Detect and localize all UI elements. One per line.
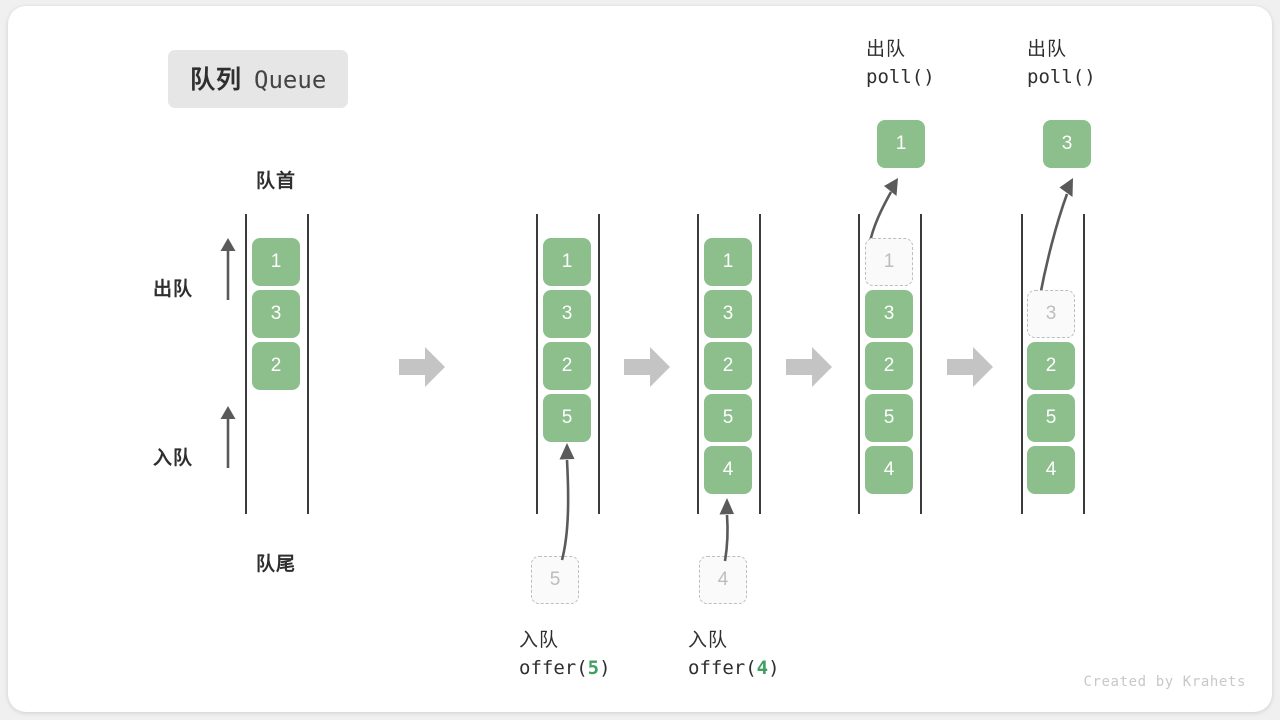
header-cn: 出队 [1027, 39, 1068, 60]
incoming-element: 5 [531, 556, 579, 604]
queue-cell: 4 [865, 446, 913, 494]
queue-rail-left [1021, 214, 1023, 514]
header-code: poll() [866, 65, 935, 88]
dequeue-extract-arrow-icon [854, 174, 914, 247]
queue-cell: 1 [704, 238, 752, 286]
step-footer-label: 入队 offer(4) [688, 627, 780, 682]
step-separator-arrow-icon [947, 345, 993, 389]
footer-code: offer(4) [688, 656, 780, 679]
queue-rail-right [598, 214, 600, 514]
header-cn: 出队 [866, 39, 907, 60]
queue-cell: 3 [252, 290, 300, 338]
step-separator-arrow-icon [624, 345, 670, 389]
queue-cell: 3 [543, 290, 591, 338]
queue-rail-right [307, 214, 309, 514]
title-cn: 队列 [190, 66, 243, 94]
queue-rail-left [858, 214, 860, 514]
queue-rail-left [245, 214, 247, 514]
diagram-title-badge: 队列 Queue [168, 50, 349, 108]
dequeue-direction-arrow-icon [216, 238, 240, 300]
enqueue-direction-arrow-icon [216, 406, 240, 468]
queue-cell: 4 [1027, 446, 1075, 494]
queue-cell-removed: 1 [865, 238, 913, 286]
extracted-element: 3 [1043, 120, 1091, 168]
queue-rail-left [536, 214, 538, 514]
front-label: 队首 [255, 171, 296, 192]
incoming-element: 4 [699, 556, 747, 604]
diagram-canvas: 队列 Queue 队首 队尾 出队 入队 1 3 2 1 3 2 5 5 [8, 6, 1272, 712]
queue-cell: 3 [704, 290, 752, 338]
footer-code: offer(5) [519, 656, 611, 679]
dequeue-extract-arrow-icon [1016, 174, 1086, 297]
header-code: poll() [1027, 65, 1096, 88]
queue-cell: 2 [865, 342, 913, 390]
queue-cell: 5 [543, 394, 591, 442]
step-separator-arrow-icon [399, 345, 445, 389]
queue-cell: 2 [252, 342, 300, 390]
queue-cell: 5 [1027, 394, 1075, 442]
watermark-credit: Created by Krahets [1083, 674, 1246, 690]
queue-rail-right [1083, 214, 1085, 514]
queue-cell: 2 [1027, 342, 1075, 390]
queue-rail-right [920, 214, 922, 514]
enqueue-side-label: 入队 [153, 448, 194, 469]
enqueue-insert-arrow-icon [538, 438, 598, 561]
queue-cell: 1 [543, 238, 591, 286]
footer-cn: 入队 [688, 630, 729, 651]
dequeue-side-label: 出队 [153, 279, 194, 300]
queue-rail-right [759, 214, 761, 514]
queue-cell: 1 [252, 238, 300, 286]
enqueue-insert-arrow-icon [706, 493, 756, 562]
extracted-element: 1 [877, 120, 925, 168]
rear-label: 队尾 [255, 554, 296, 575]
step-header-label: 出队 poll() [1027, 36, 1096, 91]
queue-cell-removed: 3 [1027, 290, 1075, 338]
queue-cell: 4 [704, 446, 752, 494]
title-en: Queue [254, 66, 327, 94]
step-header-label: 出队 poll() [866, 36, 935, 91]
queue-rail-left [697, 214, 699, 514]
queue-cell: 3 [865, 290, 913, 338]
queue-cell: 2 [543, 342, 591, 390]
step-footer-label: 入队 offer(5) [519, 627, 611, 682]
footer-cn: 入队 [519, 630, 560, 651]
queue-cell: 5 [865, 394, 913, 442]
step-separator-arrow-icon [786, 345, 832, 389]
queue-cell: 5 [704, 394, 752, 442]
queue-cell: 2 [704, 342, 752, 390]
